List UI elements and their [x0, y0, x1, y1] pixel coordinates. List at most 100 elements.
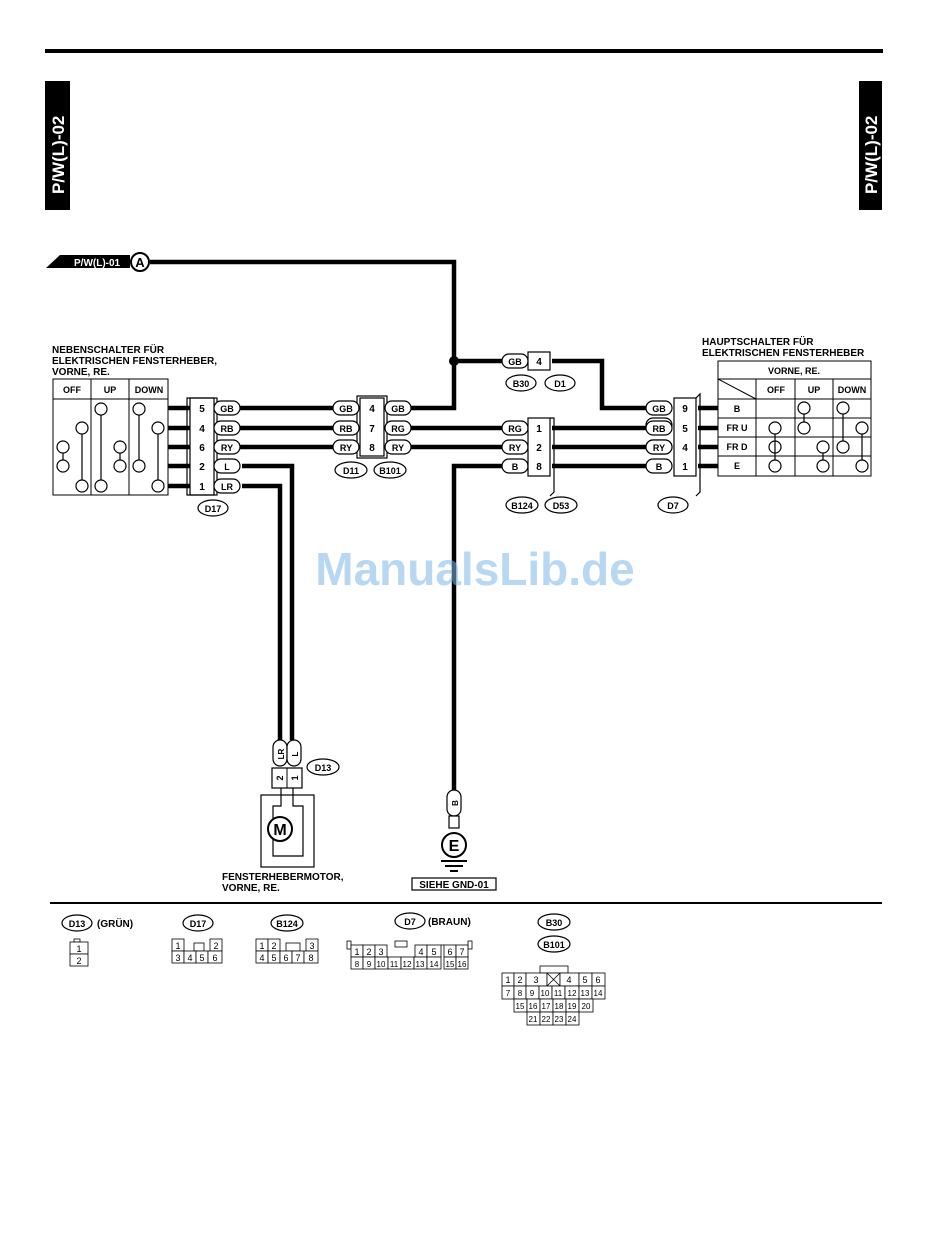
- jb124-connector-2: D53: [553, 501, 570, 511]
- legend-d7-name: D7: [404, 917, 416, 927]
- motor-wire-2: L: [291, 751, 300, 756]
- legend-d7-r2-7: 14: [430, 960, 439, 969]
- legend-b30-r2-8: 14: [594, 989, 603, 998]
- jd11-right-1: GB: [391, 404, 405, 414]
- main-switch-header: VORNE, RE.: [768, 366, 820, 376]
- main-wire-2: RB: [653, 424, 666, 434]
- motor: LR L 2 1 D13 M FENSTERHEBERMOTOR, VORNE,…: [222, 739, 344, 894]
- entry-connector: P/W(L)-01 A: [46, 252, 150, 272]
- main-switch-title-2: ELEKTRISCHEN FENSTERHEBER: [702, 348, 865, 359]
- sub-wire-5: LR: [221, 482, 233, 492]
- jd11-left-1: GB: [339, 404, 353, 414]
- ground-marker: E: [449, 838, 460, 855]
- legend: D13 (GRÜN) 1 2 D17 1 2 3 4: [61, 912, 606, 1026]
- legend-b30-r4-3: 23: [555, 1015, 564, 1024]
- jd11-pin-1: 4: [369, 404, 375, 415]
- sub-pin-2: 4: [199, 424, 205, 435]
- wire-motor-lr: [242, 483, 283, 740]
- main-switch: HAUPTSCHALTER FÜR ELEKTRISCHEN FENSTERHE…: [645, 335, 872, 514]
- legend-b30: B30 B101: [501, 913, 606, 1026]
- main-row-e: E: [734, 461, 740, 471]
- motor-title-2: VORNE, RE.: [222, 883, 280, 894]
- legend-d13-pin-2: 2: [76, 956, 81, 966]
- legend-b30-r2-3: 9: [530, 989, 535, 998]
- legend-b124: B124 1 2 3 4 5 6 7 8: [255, 914, 319, 964]
- legend-d7-r2-8: 15: [446, 960, 455, 969]
- sub-switch-title-3: VORNE, RE.: [52, 367, 110, 378]
- main-pin-3: 4: [682, 443, 688, 454]
- jb30-connector-1: B30: [513, 379, 530, 389]
- legend-d17-r2-4: 6: [212, 953, 217, 963]
- main-wire-4: B: [656, 462, 663, 472]
- sub-switch: NEBENSCHALTER FÜR ELEKTRISCHEN FENSTERHE…: [52, 343, 241, 517]
- main-row-fru: FR U: [727, 423, 748, 433]
- legend-d13-note: (GRÜN): [97, 917, 133, 930]
- legend-b124-r1-1: 1: [259, 941, 264, 951]
- legend-d17: D17 1 2 3 4 5 6: [171, 914, 223, 964]
- sub-pin-5: 1: [199, 482, 205, 493]
- main-wire-3: RY: [653, 443, 665, 453]
- sub-wire-2: RB: [221, 424, 234, 434]
- legend-d13-pin-1: 1: [76, 944, 81, 954]
- legend-d7-r1-7: 7: [459, 947, 464, 957]
- sub-switch-title-2: ELEKTRISCHEN FENSTERHEBER,: [52, 356, 217, 367]
- jd11-left-3: RY: [340, 443, 352, 453]
- watermark: ManualsLib.de: [315, 543, 634, 595]
- legend-b124-r2-3: 6: [283, 953, 288, 963]
- legend-b30-r4-2: 22: [542, 1015, 551, 1024]
- main-pin-2: 5: [682, 424, 688, 435]
- sub-pin-3: 6: [199, 443, 205, 454]
- legend-b30-r2-4: 10: [541, 989, 550, 998]
- jb124-wire-1: RG: [508, 424, 522, 434]
- legend-d17-r1-1: 1: [175, 941, 180, 951]
- jd11-right-2: RG: [391, 424, 405, 434]
- legend-b124-r2-1: 4: [259, 953, 264, 963]
- legend-d17-r1-2: 2: [213, 941, 218, 951]
- legend-d7: D7 (BRAUN): [346, 912, 473, 970]
- wire-motor-l: [242, 463, 295, 740]
- legend-b30-r3-4: 18: [555, 1002, 564, 1011]
- legend-d17-r2-3: 5: [199, 953, 204, 963]
- sub-wire-3: RY: [221, 443, 233, 453]
- legend-d7-r2-5: 12: [403, 960, 412, 969]
- legend-d7-r2-9: 16: [458, 960, 467, 969]
- main-pin-4: 1: [682, 462, 688, 473]
- ground-ref: SIEHE GND-01: [419, 880, 489, 891]
- main-col-down: DOWN: [838, 385, 867, 395]
- motor-pin-1: 2: [275, 775, 285, 780]
- legend-d7-r1-4: 4: [418, 947, 423, 957]
- legend-d17-r2-1: 3: [175, 953, 180, 963]
- legend-d7-r2-2: 9: [367, 960, 372, 969]
- legend-d7-r1-2: 2: [366, 947, 371, 957]
- legend-b124-r2-2: 5: [271, 953, 276, 963]
- legend-d7-r2-6: 13: [416, 960, 425, 969]
- legend-b30-r3-6: 20: [582, 1002, 591, 1011]
- legend-d7-note: (BRAUN): [428, 917, 471, 928]
- main-connector-id: D7: [667, 501, 679, 511]
- legend-b30-r1-2: 2: [517, 975, 522, 985]
- legend-d7-r2-3: 10: [377, 960, 386, 969]
- junction-b30-d1: GB 4 B30 D1: [501, 351, 576, 392]
- motor-symbol: M: [273, 822, 286, 839]
- legend-b30-r2-1: 7: [506, 989, 511, 998]
- side-label-right-text: P/W(L)-02: [862, 116, 881, 194]
- legend-b124-r2-5: 8: [308, 953, 313, 963]
- sub-switch-col-down: DOWN: [135, 385, 164, 395]
- wire-b30-main: [552, 358, 652, 411]
- sub-switch-col-up: UP: [104, 385, 117, 395]
- main-switch-title-1: HAUPTSCHALTER FÜR: [702, 335, 814, 348]
- legend-d7-r1-6: 6: [447, 947, 452, 957]
- jb30-wire: GB: [508, 357, 522, 367]
- jb124-pin-3: 8: [536, 462, 542, 473]
- motor-pin-2: 1: [290, 775, 300, 780]
- legend-b30-r3-3: 17: [542, 1002, 551, 1011]
- legend-b30-r3-1: 15: [516, 1002, 525, 1011]
- legend-b124-name: B124: [276, 919, 298, 929]
- legend-b124-r2-4: 7: [295, 953, 300, 963]
- motor-title-1: FENSTERHEBERMOTOR,: [222, 872, 344, 883]
- legend-d17-r2-2: 4: [187, 953, 192, 963]
- main-row-frd: FR D: [727, 442, 748, 452]
- jd11-pin-2: 7: [369, 424, 375, 435]
- legend-b124-r1-3: 3: [309, 941, 314, 951]
